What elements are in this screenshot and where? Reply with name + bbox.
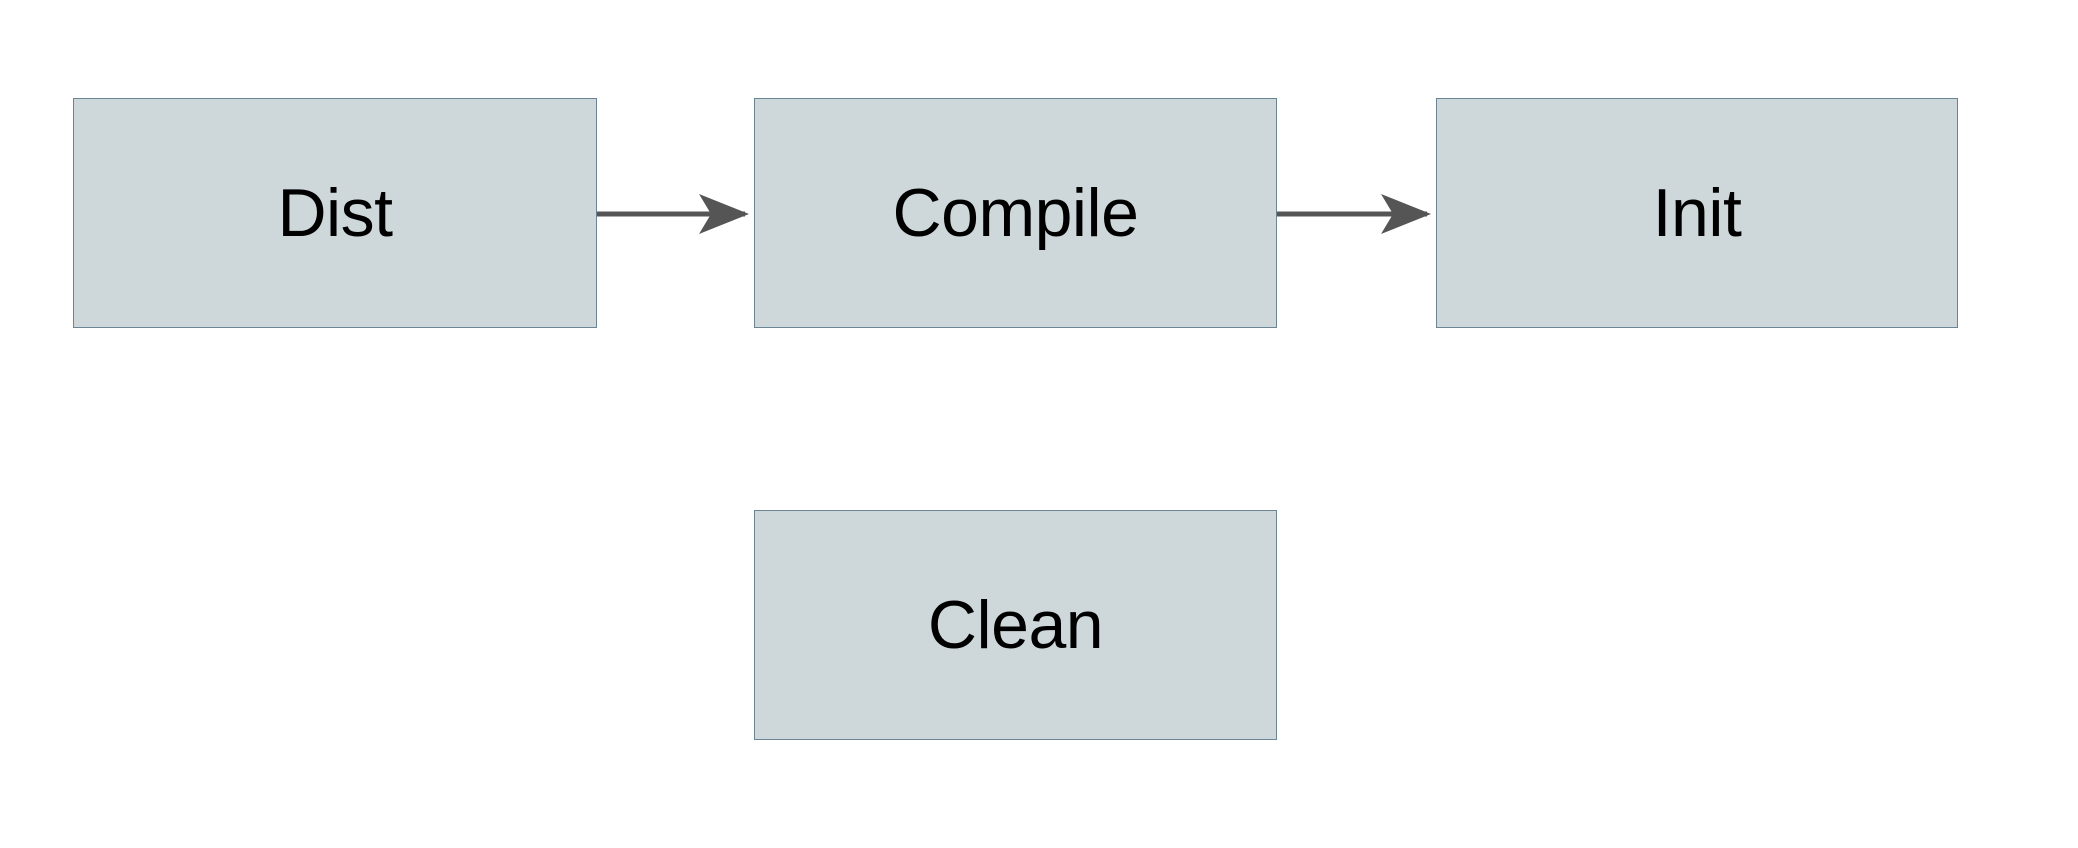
node-dist-label: Dist (277, 175, 393, 251)
node-init-label: Init (1652, 175, 1742, 251)
node-clean[interactable]: Clean (754, 510, 1277, 740)
node-compile-label: Compile (892, 175, 1139, 251)
node-init[interactable]: Init (1436, 98, 1958, 328)
node-clean-label: Clean (927, 587, 1104, 663)
node-compile[interactable]: Compile (754, 98, 1277, 328)
node-dist[interactable]: Dist (73, 98, 597, 328)
